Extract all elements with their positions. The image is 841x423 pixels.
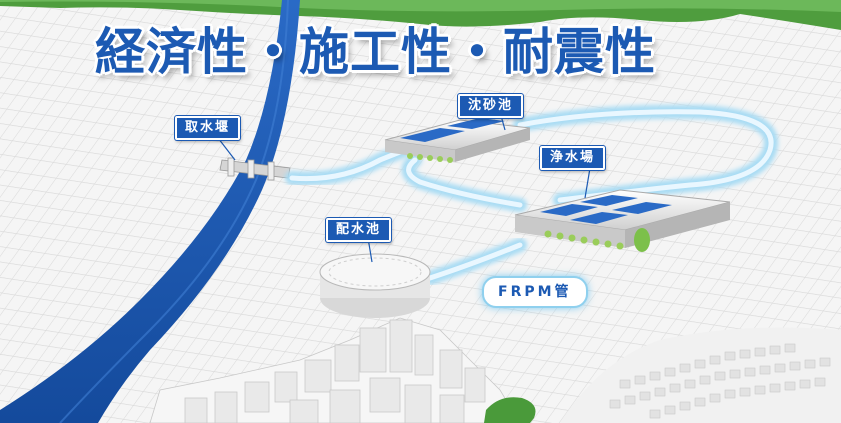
page-title: 経済性・施工性・耐震性 <box>95 23 656 81</box>
pipelines <box>285 104 779 285</box>
water-purification-structure <box>514 189 731 252</box>
distribution-reservoir-label: 配水池 <box>326 218 392 242</box>
intake-weir-label: 取水堰 <box>175 116 241 140</box>
settling-basin-label: 沈砂池 <box>458 94 524 118</box>
green-park <box>484 397 536 423</box>
water-purification-plant-label: 浄水場 <box>540 146 606 170</box>
frpm-pipe-label: FRPM管 <box>482 276 588 308</box>
settling-basin-structure <box>384 118 531 163</box>
label-leaders <box>214 111 591 263</box>
intake-weir <box>219 157 291 181</box>
residential-district <box>560 327 841 423</box>
distribution-reservoir-structure <box>319 253 431 318</box>
city-buildings <box>149 317 521 423</box>
